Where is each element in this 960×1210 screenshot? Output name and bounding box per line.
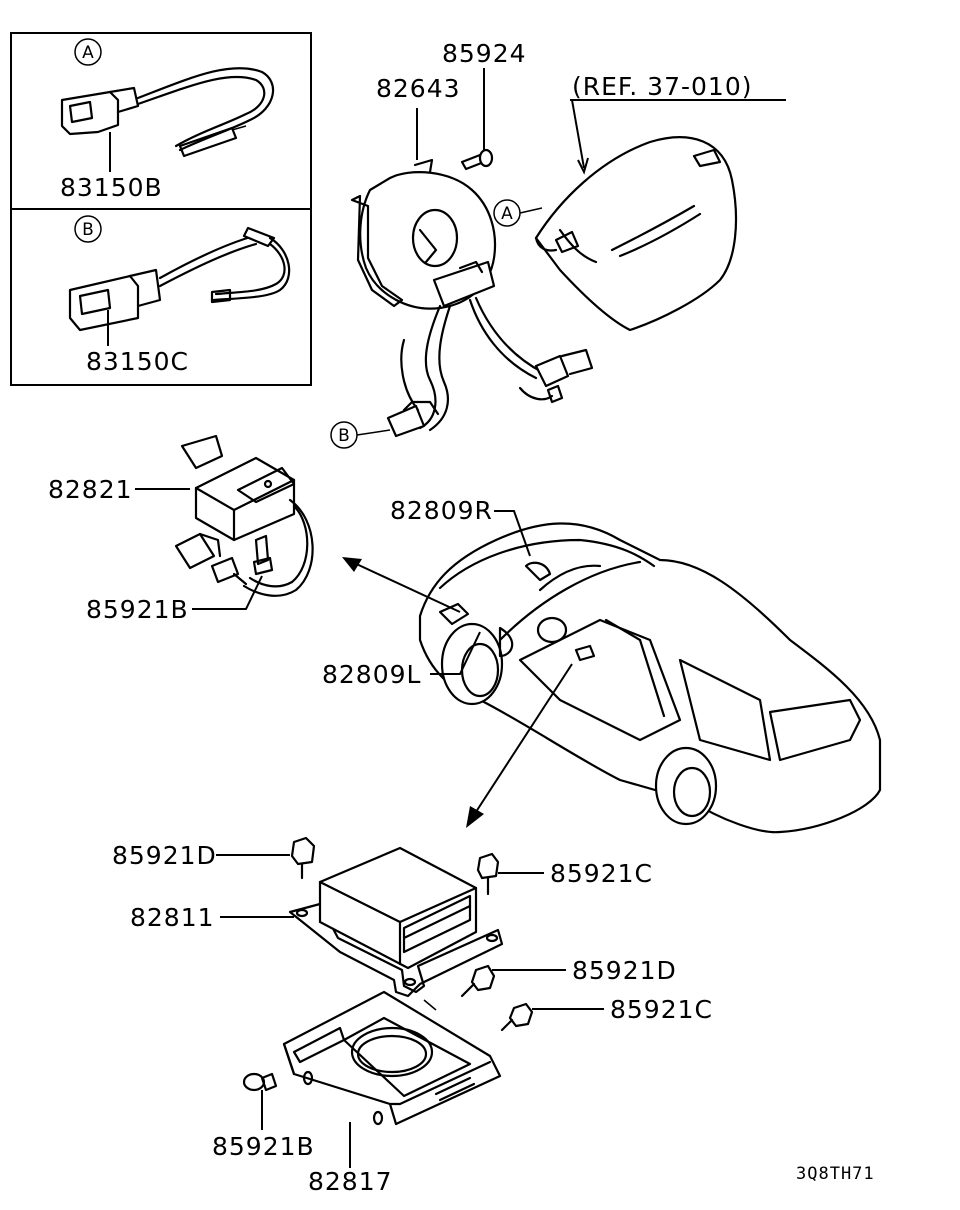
marker-circle-a xyxy=(74,38,102,66)
callout-82817: 82817 xyxy=(308,1167,393,1196)
vehicle-outline xyxy=(418,522,882,834)
clock-spring xyxy=(350,158,594,438)
bolt-85921d-left xyxy=(290,836,316,880)
marker-label-a-pad: A xyxy=(501,204,513,224)
connector-83150c xyxy=(68,226,291,332)
callout-ref: (REF. 37-010) xyxy=(572,72,752,101)
callout-85921c-right: 85921C xyxy=(550,859,653,888)
leader-marker-b xyxy=(356,429,391,436)
leader-85921b-top xyxy=(192,575,263,610)
callout-82809l: 82809L xyxy=(322,660,421,689)
leader-ref xyxy=(571,99,585,169)
callout-83150b: 83150B xyxy=(60,173,163,202)
arrow-to-sensor xyxy=(342,557,461,613)
leader-82809l xyxy=(430,631,481,675)
callout-85921c-lower: 85921C xyxy=(610,995,713,1024)
connector-83150b xyxy=(60,67,275,158)
callout-82643: 82643 xyxy=(376,74,461,103)
callout-82821: 82821 xyxy=(48,475,133,504)
marker-label-b: B xyxy=(82,220,94,240)
bolt-85921c-lower xyxy=(500,1002,534,1032)
screw-85924 xyxy=(460,148,494,171)
bracket-82817 xyxy=(282,990,502,1126)
leader-marker-a xyxy=(519,207,543,214)
inset-panels xyxy=(10,32,312,386)
inset-a: A 83150B xyxy=(60,38,275,202)
bolt-85921c-right xyxy=(476,852,500,896)
ecu-82811 xyxy=(288,846,504,998)
bolt-85921d-right xyxy=(460,964,496,998)
callout-85921d-left: 85921D xyxy=(112,841,217,870)
arrow-to-ecu xyxy=(466,663,573,828)
marker-circle-b xyxy=(74,215,102,243)
callout-85921b-bottom: 85921B xyxy=(212,1132,315,1161)
inset-b: B 83150C xyxy=(68,215,291,376)
callout-82809r: 82809R xyxy=(390,496,493,525)
callout-85921b-top: 85921B xyxy=(86,595,189,624)
drawing-code: 3Q8TH71 xyxy=(796,1164,875,1184)
sensor-82821 xyxy=(174,434,314,597)
bolt-85921b-bottom xyxy=(242,1072,278,1092)
marker-label-b-spring: B xyxy=(338,426,350,446)
airbag-pad xyxy=(534,136,738,332)
callout-82811: 82811 xyxy=(130,903,215,932)
leader-82809r xyxy=(494,510,531,557)
callout-85924: 85924 xyxy=(442,39,527,68)
callout-85921d-right: 85921D xyxy=(572,956,677,985)
callout-83150c: 83150C xyxy=(86,347,189,376)
marker-label-a: A xyxy=(82,43,94,63)
